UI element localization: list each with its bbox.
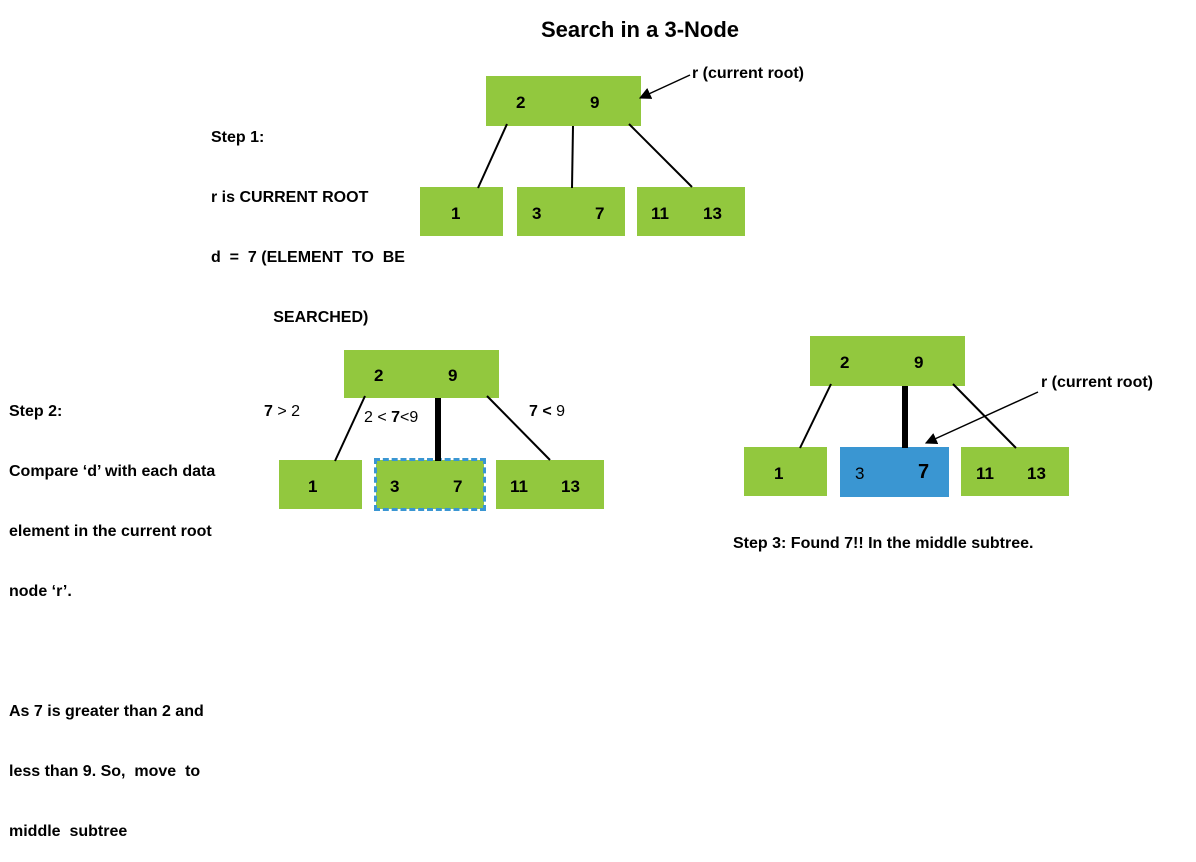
step2-line: less than 9. So, move to bbox=[9, 763, 201, 780]
node-key: 3 bbox=[390, 477, 400, 496]
tree-edges bbox=[334, 74, 1039, 462]
step1-line: r is CURRENT ROOT bbox=[211, 189, 369, 206]
step3-root-node: 2 9 bbox=[810, 336, 965, 386]
step3-caption: Step 3: Found 7!! In the middle subtree. bbox=[733, 535, 1034, 552]
node-key: 1 bbox=[451, 204, 461, 223]
node-key: 2 bbox=[516, 93, 526, 112]
step1-root-node: 2 9 bbox=[486, 76, 641, 126]
step2-line: middle subtree bbox=[9, 823, 128, 840]
pointer-arrow bbox=[924, 391, 1039, 444]
node-key: 7 bbox=[595, 204, 605, 223]
step2-right-child: 11 13 bbox=[496, 460, 604, 509]
node-key: 3 bbox=[855, 464, 865, 483]
node-key: 11 bbox=[651, 204, 669, 223]
step1-left-child: 1 bbox=[420, 187, 503, 236]
found-key: 7 bbox=[918, 461, 930, 483]
step1-description: Step 1: r is CURRENT ROOT d = 7 (ELEMENT… bbox=[211, 88, 405, 348]
step3-left-child: 1 bbox=[744, 447, 827, 496]
node-key: 1 bbox=[308, 477, 318, 496]
step2-line: element in the current root bbox=[9, 523, 212, 540]
node-key: 11 bbox=[976, 464, 994, 483]
edge-line bbox=[628, 123, 693, 188]
edge-line bbox=[334, 395, 366, 462]
node-key: 3 bbox=[532, 204, 542, 223]
compare-left-label: 7 > 2 bbox=[264, 403, 300, 421]
compare-value: 7 bbox=[529, 403, 538, 420]
edge-line bbox=[477, 123, 508, 189]
step2-line: Step 2: bbox=[9, 403, 63, 420]
compare-op: < bbox=[537, 403, 557, 420]
node-key: 13 bbox=[561, 477, 580, 496]
pointer-arrow bbox=[638, 74, 691, 99]
step2-line bbox=[9, 642, 215, 662]
node-key: 9 bbox=[914, 353, 924, 372]
node-key: 13 bbox=[1027, 464, 1046, 483]
step2-line: As 7 is greater than 2 and bbox=[9, 703, 204, 720]
step2-line: node ‘r’. bbox=[9, 583, 72, 600]
step2-root-node: 2 9 bbox=[344, 350, 499, 398]
node-key: 11 bbox=[510, 477, 528, 496]
compare-op: 2 < bbox=[364, 409, 392, 426]
step2-line: Compare ‘d’ with each data bbox=[9, 463, 216, 480]
node-key: 9 bbox=[448, 366, 458, 385]
step1-line: SEARCHED) bbox=[211, 309, 369, 326]
step1-line: d = 7 (ELEMENT TO BE bbox=[211, 249, 405, 266]
edge-line bbox=[571, 125, 574, 189]
compare-value: 7 bbox=[264, 403, 273, 420]
node-key: 2 bbox=[840, 353, 850, 372]
step1-right-child: 11 13 bbox=[637, 187, 745, 236]
step1-middle-child: 3 7 bbox=[517, 187, 625, 236]
node-key: 2 bbox=[374, 366, 384, 385]
step3-right-child: 11 13 bbox=[961, 447, 1069, 496]
compare-right-label: 7 < 9 bbox=[529, 403, 565, 421]
edge-line bbox=[486, 395, 551, 461]
compare-middle-label: 2 < 7<9 bbox=[364, 409, 418, 427]
compare-op: <9 bbox=[400, 409, 419, 426]
compare-op: > 2 bbox=[272, 403, 301, 420]
node-key: 9 bbox=[590, 93, 600, 112]
node-key: 1 bbox=[774, 464, 784, 483]
page-title: Search in a 3-Node bbox=[540, 17, 740, 42]
step2-left-child: 1 bbox=[279, 460, 362, 509]
step1-line: Step 1: bbox=[211, 129, 265, 146]
node-key: 7 bbox=[453, 477, 463, 496]
step3-pointer-label: r (current root) bbox=[1041, 374, 1153, 391]
node-key: 13 bbox=[703, 204, 722, 223]
compare-value: 7 bbox=[391, 409, 401, 426]
step1-pointer-label: r (current root) bbox=[692, 65, 804, 82]
step2-middle-child-highlighted: 3 7 bbox=[374, 458, 486, 511]
step3-found-node: 3 7 bbox=[840, 447, 949, 497]
compare-value: 9 bbox=[556, 403, 566, 420]
edge-line bbox=[799, 383, 832, 449]
